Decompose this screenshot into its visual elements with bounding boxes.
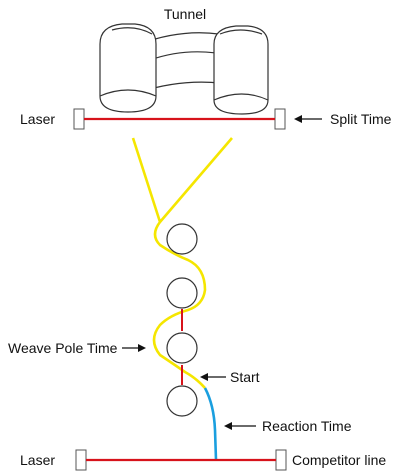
- laser-bottom-left-post: [75, 449, 87, 471]
- laser-top-label: Laser: [20, 111, 55, 127]
- tunnel-left-drum: [99, 23, 157, 113]
- laser-top-right-post: [274, 108, 286, 130]
- dog-path-main: [152, 137, 233, 389]
- reaction-time-arrowhead: [224, 422, 232, 430]
- start-arrowhead: [200, 373, 208, 381]
- weave-pole-4: [166, 385, 198, 417]
- reaction-time-label: Reaction Time: [262, 418, 352, 434]
- tunnel-right-rim: [213, 93, 269, 101]
- tunnel-left-top: [111, 27, 153, 35]
- tunnel-right-drum: [213, 25, 269, 115]
- competitor-line-label: Competitor line: [292, 452, 386, 468]
- weave-pole-3: [166, 332, 198, 364]
- tunnel: [99, 23, 269, 115]
- laser-bottom-right-post: [275, 449, 287, 471]
- dog-path-left-branch: [131, 137, 162, 223]
- tunnel-right-top: [219, 29, 263, 35]
- weave-pole-2: [166, 277, 198, 309]
- start-label: Start: [230, 369, 260, 385]
- tunnel-label: Tunnel: [164, 6, 206, 22]
- tunnel-left-rim: [99, 89, 157, 97]
- weave-pole-time-arrowhead: [138, 344, 146, 352]
- split-time-arrowhead: [294, 115, 302, 123]
- reaction-path: [203, 387, 218, 461]
- weave-pole-1: [166, 223, 198, 255]
- laser-top-left-post: [73, 108, 85, 130]
- weave-pole-time-label: Weave Pole Time: [8, 340, 118, 356]
- laser-bottom-label: Laser: [20, 452, 55, 468]
- split-time-label: Split Time: [330, 111, 392, 127]
